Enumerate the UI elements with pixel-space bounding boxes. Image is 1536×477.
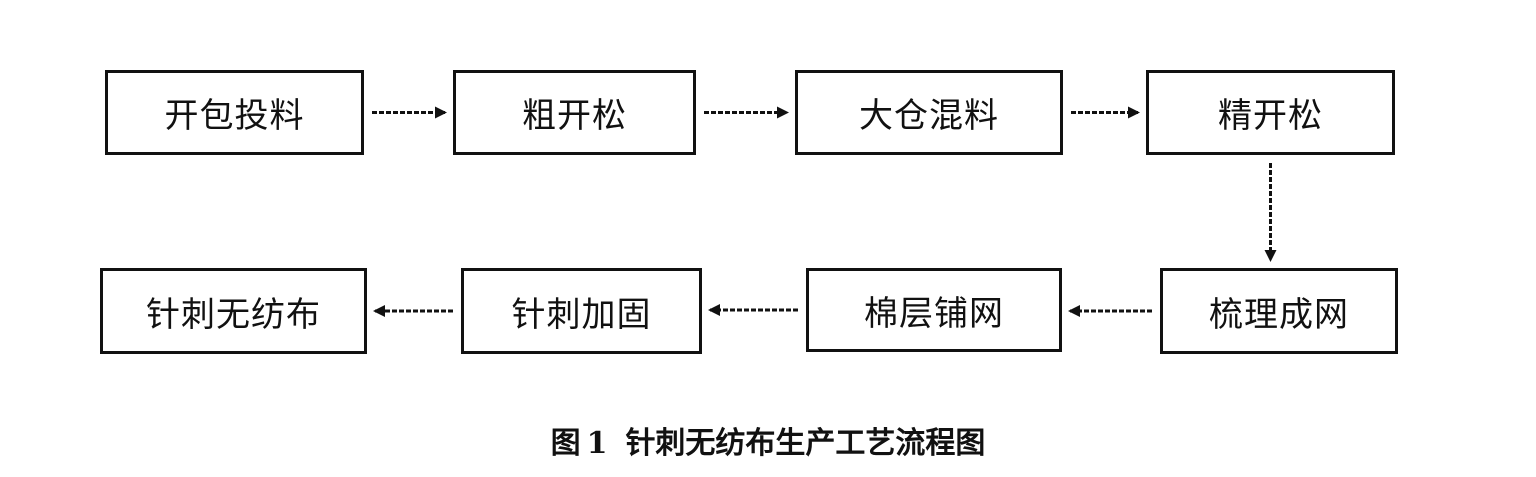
process-box-n1: 开包投料	[105, 70, 364, 155]
process-box-n3: 大仓混料	[795, 70, 1063, 155]
process-box-n4: 精开松	[1146, 70, 1395, 155]
process-box-n6: 棉层铺网	[806, 268, 1062, 352]
process-label-n8: 针刺无纺布	[146, 294, 321, 335]
process-label-n3: 大仓混料	[859, 96, 999, 136]
process-label-n2: 粗开松	[522, 96, 627, 136]
process-box-n8: 针刺无纺布	[100, 268, 367, 354]
process-label-n7: 针刺加固	[511, 294, 652, 335]
caption-number: 1	[586, 426, 608, 461]
process-label-n5: 梳理成网	[1209, 294, 1349, 335]
process-label-n6: 棉层铺网	[864, 293, 1004, 334]
process-box-n5: 梳理成网	[1160, 268, 1398, 354]
process-box-n2: 粗开松	[453, 70, 696, 155]
caption-prefix: 图	[550, 426, 581, 461]
process-label-n4: 精开松	[1218, 96, 1323, 136]
process-box-n7: 针刺加固	[461, 268, 702, 354]
process-label-n1: 开包投料	[164, 96, 305, 136]
caption-text: 针刺无纺布生产工艺流程图	[625, 426, 986, 461]
